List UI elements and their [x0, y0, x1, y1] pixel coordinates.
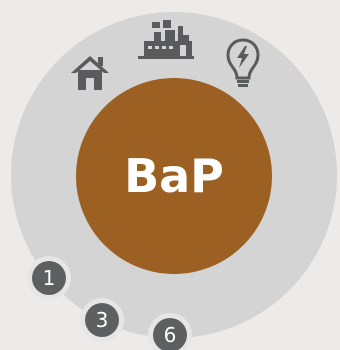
badge-6: 6 — [148, 313, 192, 350]
badge-6-label: 6 — [164, 323, 177, 347]
core-circle — [76, 78, 272, 274]
lightbulb-energy-icon — [226, 38, 260, 87]
badge-3: 3 — [80, 298, 124, 342]
badge-1: 1 — [27, 256, 71, 300]
home-icon — [71, 56, 109, 90]
core-label: BaP — [124, 149, 224, 203]
factory-icon — [138, 20, 194, 59]
badge-1-label: 1 — [43, 266, 56, 290]
badge-3-label: 3 — [96, 308, 109, 332]
